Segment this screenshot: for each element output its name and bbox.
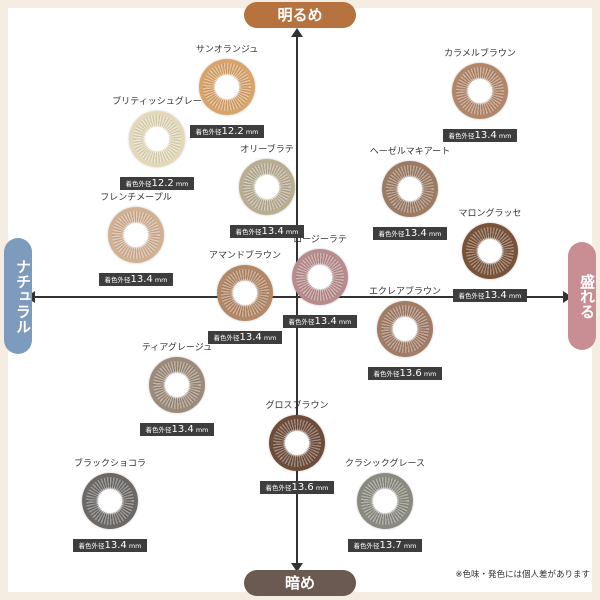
lens-name: カラメルブラウン (444, 49, 516, 59)
lens-image (217, 265, 273, 321)
axis-label-bright: 明るめ (244, 2, 356, 28)
lens-image (82, 473, 138, 529)
lens-image (382, 161, 438, 217)
vertical-axis (296, 34, 298, 564)
lens-item-hazel-macchiato[interactable]: ヘーゼルマキアート 着色外径13.4 mm (350, 146, 470, 240)
axis-label-dark: 暗め (244, 570, 356, 596)
lens-image (199, 59, 255, 115)
lens-item-classic-grace[interactable]: クラシックグレース 着色外径13.7 mm (325, 458, 445, 552)
lens-item-marron-glace[interactable]: マロングラッセ 着色外径13.4 mm (430, 208, 550, 302)
arrow-up-icon (291, 28, 303, 37)
lens-image (269, 415, 325, 471)
diameter-badge: 着色外径13.4 mm (73, 539, 147, 552)
diameter-badge: 着色外径13.4 mm (140, 423, 214, 436)
lens-name: マロングラッセ (458, 209, 522, 219)
lens-item-gloss-brown[interactable]: グロスブラウン 着色外径13.6 mm (237, 400, 357, 494)
footnote: ※色味・発色には個人差があります (455, 570, 590, 580)
lens-item-sun-orange[interactable]: サンオランジュ 着色外径12.2 mm (167, 44, 287, 138)
lens-item-eclair-brown[interactable]: エクレアブラウン 着色外径13.6 mm (345, 286, 465, 380)
diameter-badge: 着色外径13.4 mm (453, 289, 527, 302)
lens-item-british-grey[interactable]: ブリティッシュグレー 着色外径12.2 mm (97, 96, 217, 190)
lens-image (452, 63, 508, 119)
diameter-badge: 着色外径13.4 mm (283, 315, 357, 328)
diameter-badge: 着色外径13.4 mm (208, 331, 282, 344)
lens-image (357, 473, 413, 529)
diameter-badge: 着色外径12.2 mm (190, 125, 264, 138)
lens-image (292, 249, 348, 305)
lens-name: ティアグレージュ (141, 343, 213, 353)
lens-name: クラシックグレース (344, 459, 425, 469)
diameter-badge: 着色外径12.2 mm (120, 177, 194, 190)
lens-name: オリーブラテ (240, 145, 294, 155)
horizontal-axis (34, 296, 564, 298)
lens-name: ロージーラテ (293, 235, 347, 245)
lens-image (377, 301, 433, 357)
lens-item-black-chocolat[interactable]: ブラックショコラ 着色外径13.4 mm (50, 458, 170, 552)
lens-item-rosy-latte[interactable]: ロージーラテ 着色外径13.4 mm (260, 234, 380, 328)
lens-item-french-maple[interactable]: フレンチメープル 着色外径13.4 mm (76, 192, 196, 286)
lens-name: エクレアブラウン (368, 287, 441, 297)
diameter-badge: 着色外径13.4 mm (99, 273, 173, 286)
diameter-badge: 着色外径13.4 mm (443, 129, 517, 142)
axis-label-bold: 盛れる (568, 242, 596, 350)
lens-name: グロスブラウン (265, 401, 329, 411)
lens-name: フレンチメープル (100, 193, 172, 203)
lens-image (239, 159, 295, 215)
lens-item-olive-latte[interactable]: オリーブラテ 着色外径13.4 mm (207, 144, 327, 238)
axis-label-natural: ナチュラル (4, 238, 32, 354)
diameter-badge: 着色外径13.7 mm (348, 539, 422, 552)
lens-name: アマンドブラウン (208, 251, 281, 261)
lens-image (108, 207, 164, 263)
lens-item-caramel-brown[interactable]: カラメルブラウン 着色外径13.4 mm (420, 48, 540, 142)
lens-item-tear-greige[interactable]: ティアグレージュ 着色外径13.4 mm (117, 342, 237, 436)
arrow-down-icon (291, 563, 303, 572)
lens-item-amande-brown[interactable]: アマンドブラウン 着色外径13.4 mm (185, 250, 305, 344)
arrow-right-icon (563, 291, 572, 303)
lens-image (462, 223, 518, 279)
lens-name: ブリティッシュグレー (112, 97, 202, 107)
diameter-badge: 着色外径13.4 mm (230, 225, 304, 238)
diameter-badge: 着色外径13.6 mm (368, 367, 442, 380)
lens-name: サンオランジュ (195, 45, 259, 55)
diameter-badge: 着色外径13.4 mm (373, 227, 447, 240)
diameter-badge: 着色外径13.6 mm (260, 481, 334, 494)
lens-name: ブラックショコラ (73, 459, 146, 469)
lens-image (129, 111, 185, 167)
lens-image (149, 357, 205, 413)
lens-name: ヘーゼルマキアート (369, 147, 451, 157)
